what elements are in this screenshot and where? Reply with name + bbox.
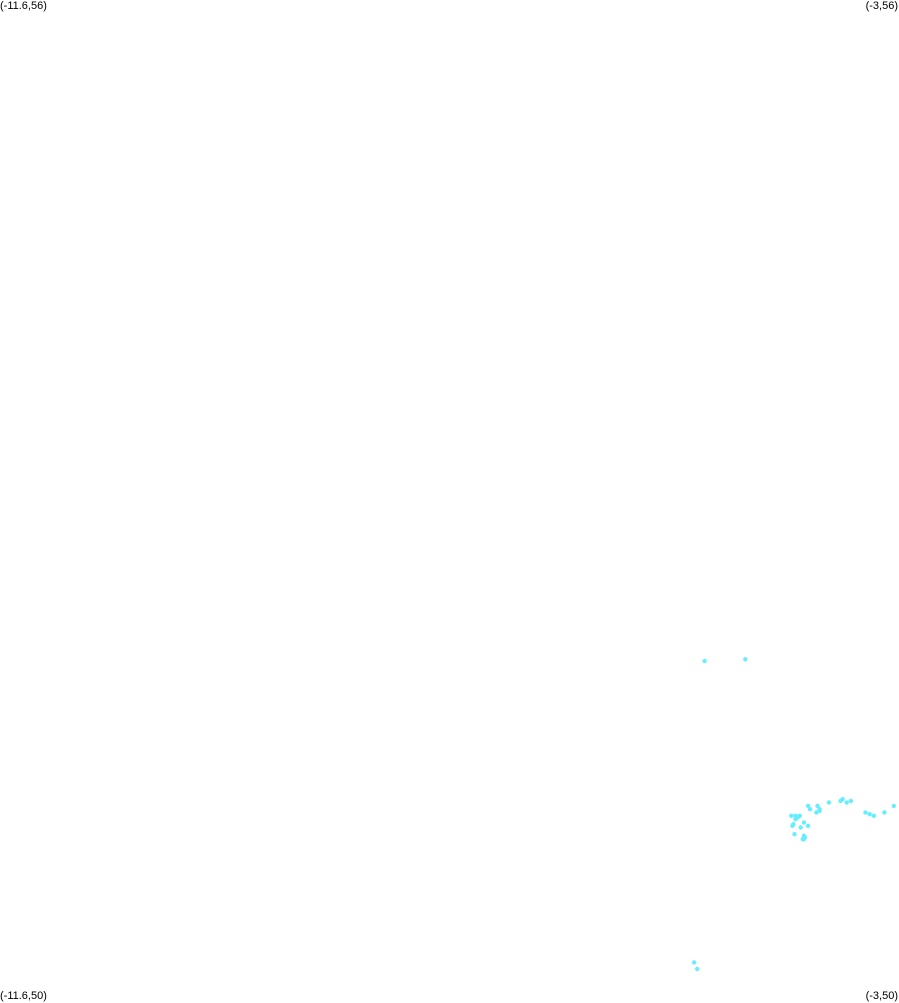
data-point-8 [815, 803, 820, 809]
corner-label-bottom-right: (-3,50) [865, 990, 898, 1002]
data-point-3 [838, 798, 843, 804]
data-point-17 [882, 810, 887, 815]
data-point-32 [800, 837, 805, 842]
data-point-33 [691, 960, 697, 965]
data-point-14 [863, 810, 868, 815]
data-point-27 [805, 823, 811, 828]
data-point-26 [798, 825, 803, 830]
data-point-12 [814, 810, 819, 815]
data-point-16 [891, 803, 896, 809]
data-point-0 [702, 658, 707, 664]
data-point-7 [805, 803, 811, 809]
data-point-13 [871, 813, 877, 818]
corner-label-top-right: (-3,56) [865, 0, 898, 12]
data-point-34 [695, 966, 700, 972]
data-point-28 [792, 832, 797, 837]
data-point-9 [807, 807, 813, 812]
data-point-1 [743, 657, 748, 662]
data-point-4 [844, 800, 849, 805]
data-point-20 [789, 813, 794, 818]
data-point-6 [826, 800, 832, 805]
data-point-25 [790, 823, 795, 828]
corner-label-bottom-left: (-11.6,50) [0, 990, 47, 1002]
data-point-15 [867, 812, 872, 817]
corner-label-top-left: (-11.6,56) [0, 0, 47, 12]
data-point-22 [793, 817, 798, 822]
data-point-23 [801, 820, 807, 825]
data-point-5 [848, 798, 854, 804]
